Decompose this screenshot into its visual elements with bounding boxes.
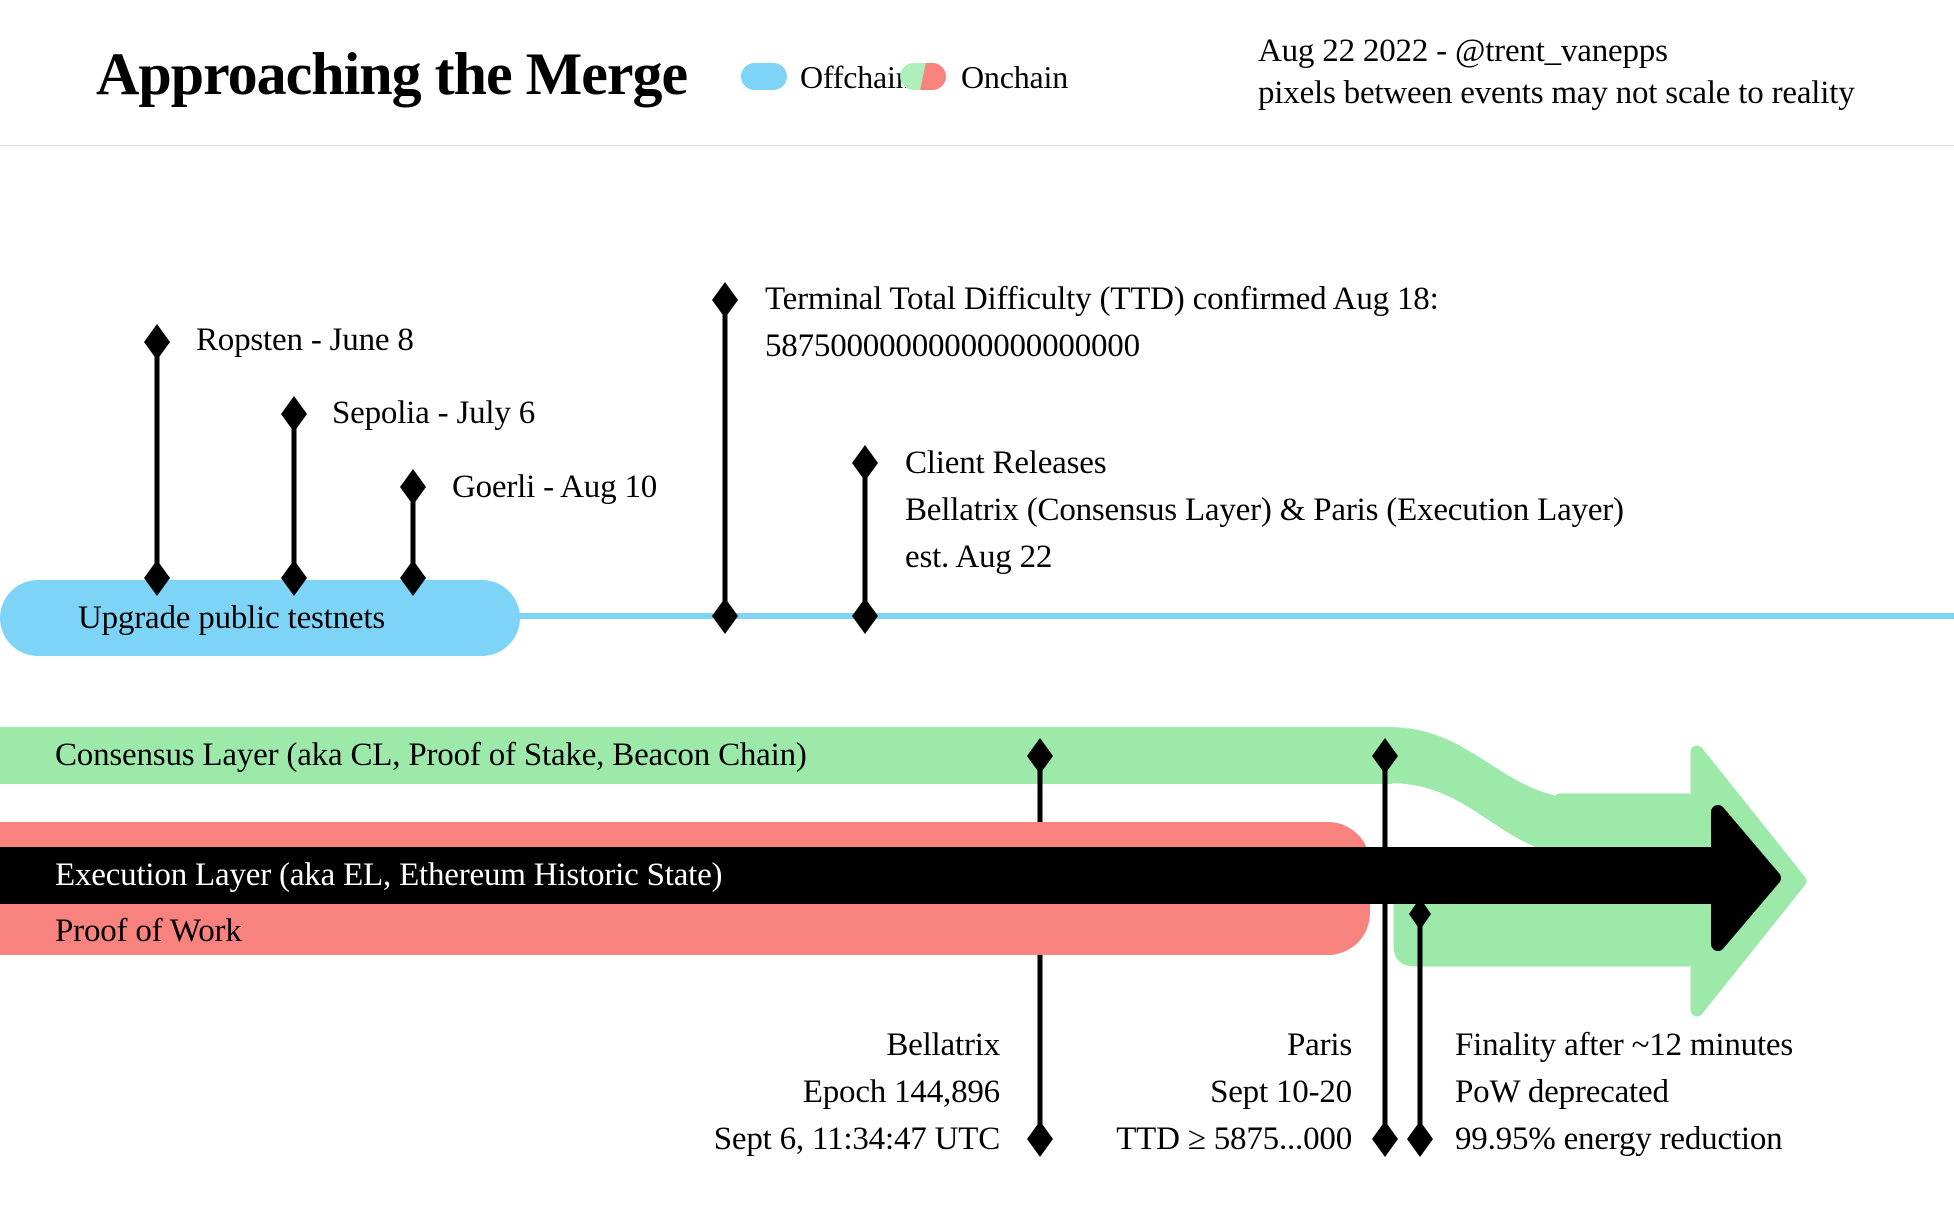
- execution-bar-label: Execution Layer (aka EL, Ethereum Histor…: [55, 857, 723, 893]
- ttd-line-1: Terminal Total Difficulty (TTD) confirme…: [765, 281, 1439, 317]
- client-releases-line-2: Bellatrix (Consensus Layer) & Paris (Exe…: [905, 492, 1624, 528]
- testnets-bar: [0, 580, 520, 656]
- sepolia-event-label: Sepolia - July 6: [332, 395, 536, 431]
- client-releases-label: Client Releases Bellatrix (Consensus Lay…: [905, 440, 1624, 581]
- attribution: Aug 22 2022 - @trent_vanepps pixels betw…: [1258, 30, 1855, 114]
- consensus-merge-curve: [1388, 727, 1592, 858]
- finality-line-1: Finality after ~12 minutes: [1455, 1027, 1794, 1063]
- bellatrix-line-3: Sept 6, 11:34:47 UTC: [713, 1121, 1000, 1157]
- bellatrix-line-1: Bellatrix: [886, 1027, 1000, 1063]
- paris-line-1: Paris: [1286, 1027, 1352, 1063]
- ttd-line-2: 58750000000000000000000: [765, 328, 1140, 364]
- attribution-line-2: pixels between events may not scale to r…: [1258, 75, 1855, 111]
- finality-line-2: PoW deprecated: [1455, 1074, 1669, 1110]
- client-releases-line-3: est. Aug 22: [905, 539, 1053, 575]
- header-divider: [0, 145, 1954, 146]
- onchain-legend-swatch-icon: [900, 63, 946, 90]
- finality-line-3: 99.95% energy reduction: [1455, 1121, 1783, 1157]
- client-releases-top-diamond-icon: [852, 445, 878, 481]
- paris-bottom-diamond-icon: [1372, 1121, 1398, 1157]
- finality-bottom-diamond-icon: [1407, 1121, 1433, 1157]
- testnets-bar-label: Upgrade public testnets: [78, 600, 385, 636]
- pow-bar-label: Proof of Work: [55, 913, 242, 949]
- offchain-timeline-line: [470, 613, 1954, 619]
- client-releases-line-1: Client Releases: [905, 445, 1107, 481]
- ropsten-event-label: Ropsten - June 8: [196, 322, 414, 358]
- goerli-event-label: Goerli - Aug 10: [452, 469, 658, 505]
- paris-label: Paris Sept 10-20 TTD ≥ 5875...000: [1116, 1022, 1352, 1163]
- paris-line-2: Sept 10-20: [1210, 1074, 1352, 1110]
- goerli-top-diamond-icon: [400, 469, 426, 505]
- onchain-legend-label: Onchain: [961, 59, 1069, 95]
- ropsten-top-diamond-icon: [144, 324, 170, 360]
- ttd-top-diamond-icon: [712, 282, 738, 318]
- bellatrix-line-2: Epoch 144,896: [802, 1074, 1000, 1110]
- bellatrix-bottom-diamond-icon: [1027, 1121, 1053, 1157]
- execution-arrowhead: [1711, 805, 1781, 951]
- ttd-event-label: Terminal Total Difficulty (TTD) confirme…: [765, 276, 1439, 370]
- paris-line-3: TTD ≥ 5875...000: [1116, 1121, 1352, 1157]
- offchain-legend-label: Offchain: [800, 59, 912, 95]
- consensus-bar-label: Consensus Layer (aka CL, Proof of Stake,…: [55, 737, 807, 773]
- sepolia-top-diamond-icon: [281, 396, 307, 432]
- bellatrix-label: Bellatrix Epoch 144,896 Sept 6, 11:34:47…: [714, 1022, 1000, 1163]
- page-title: Approaching the Merge: [96, 41, 688, 107]
- offchain-legend-swatch-icon: [741, 63, 787, 90]
- consensus-layer-bar: [0, 727, 1392, 784]
- attribution-line-1: Aug 22 2022 - @trent_vanepps: [1258, 33, 1668, 69]
- finality-label: Finality after ~12 minutes PoW deprecate…: [1455, 1022, 1793, 1163]
